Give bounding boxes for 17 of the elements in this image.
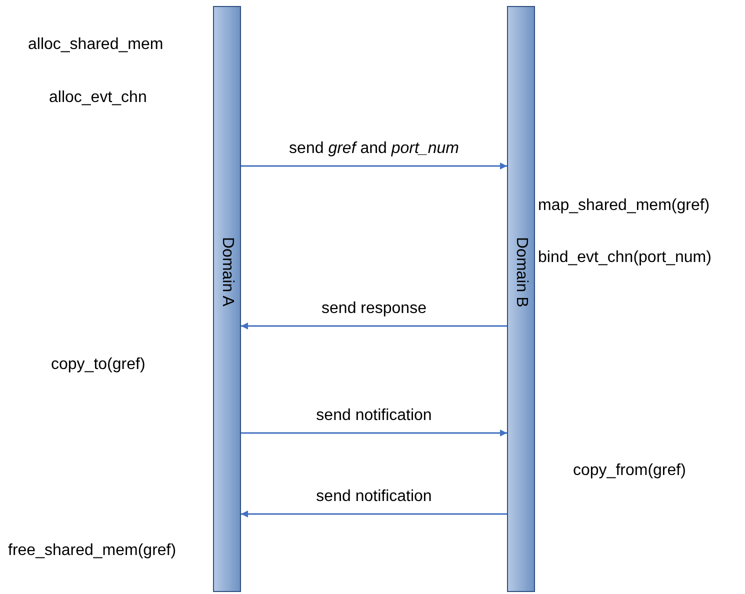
arrow — [241, 430, 507, 436]
lifeline-bar — [507, 6, 535, 592]
function-call-label: free_shared_mem(gref) — [8, 542, 176, 560]
arrow — [241, 510, 507, 518]
function-call-label: copy_from(gref) — [573, 462, 686, 480]
arrow — [241, 162, 507, 170]
lifeline-label: Domain B — [512, 237, 530, 308]
lifeline-bar — [213, 6, 241, 592]
lifeline-label: Domain A — [218, 237, 236, 306]
arrow — [241, 322, 507, 330]
function-call-label: alloc_shared_mem — [28, 36, 164, 54]
message-label: send gref and port_num — [287, 140, 461, 158]
function-call-label: copy_to(gref) — [51, 356, 146, 374]
function-call-label: alloc_evt_chn — [49, 89, 147, 107]
function-call-label: bind_evt_chn(port_num) — [538, 249, 712, 267]
function-call-label: map_shared_mem(gref) — [538, 197, 710, 215]
message-label: send response — [320, 300, 428, 318]
